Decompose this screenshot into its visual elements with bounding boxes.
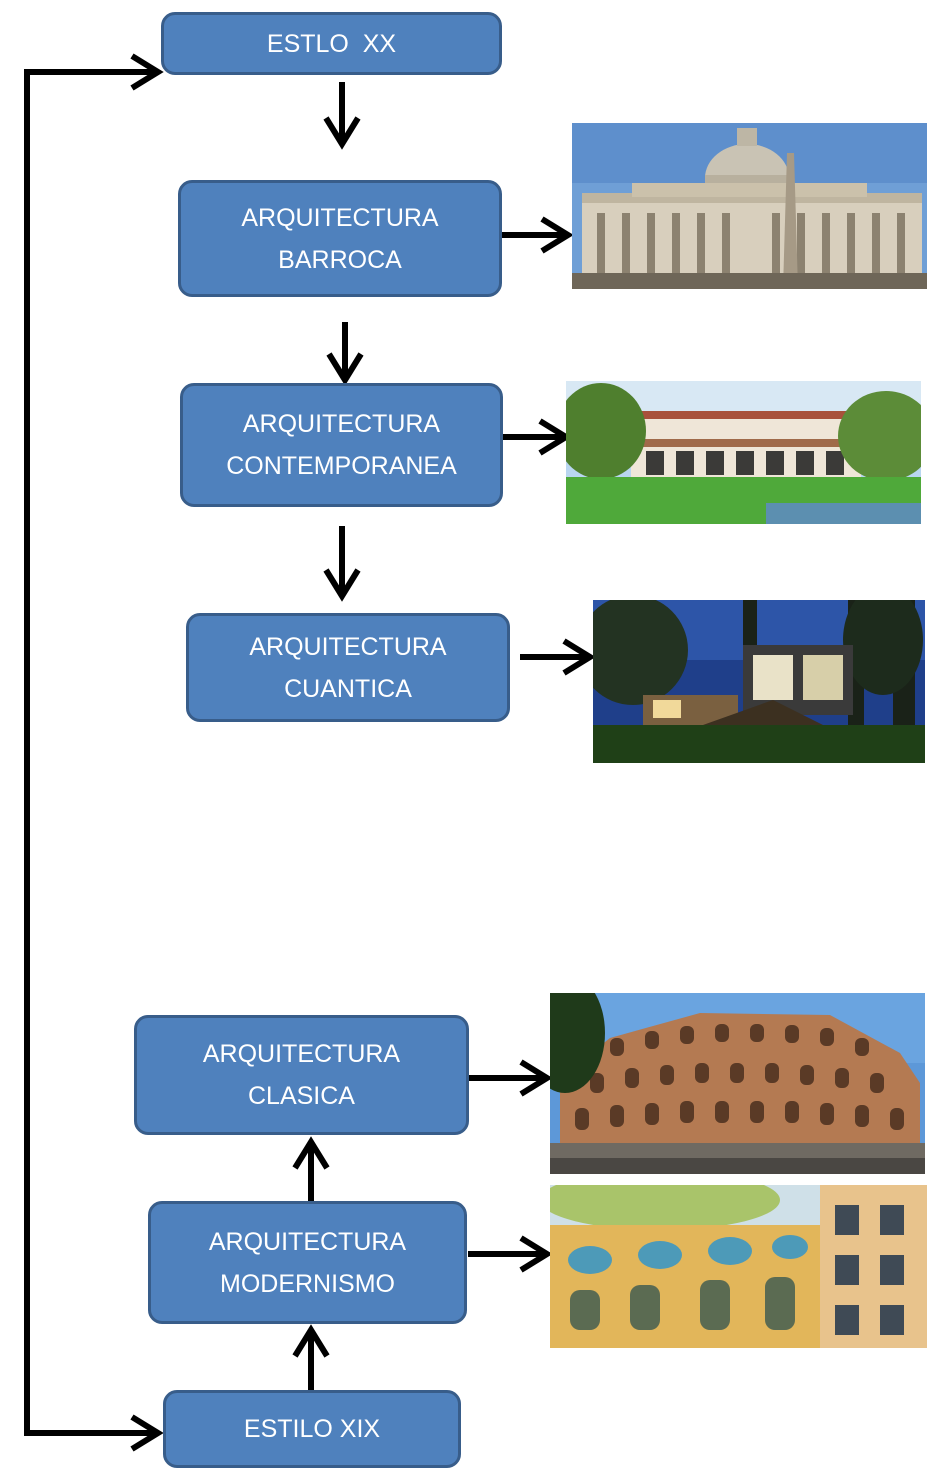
modernismo-line1: ARQUITECTURA [208,1227,407,1256]
arrow-to-estilo-xx-head [130,53,164,91]
arrow-barroca-to-photo-head [540,216,574,254]
barroca-line2: BARROCA [278,245,402,274]
estilo-xx-box: ESTLO XX [161,12,502,75]
arrow-xx-to-barroca-head [323,116,361,150]
modernist-facade-photo [550,1185,927,1348]
estilo-xx-label: ESTLO XX [266,29,397,58]
colosseum-photo [550,993,925,1174]
arrow-barroca-to-contemporanea-head [326,352,364,386]
contemporanea-line2: CONTEMPORANEA [226,452,457,480]
contemporanea-line1: ARQUITECTURA [242,410,441,438]
arrow-modernismo-to-clasica-head [292,1136,330,1170]
cuantica-line2: CUANTICA [284,674,412,703]
arrow-clasica-to-photo-head [519,1059,553,1097]
clasica-line2: CLASICA [248,1082,355,1110]
barroca-box: ARQUITECTURA BARROCA [178,180,502,297]
contemporary-villa-photo [566,381,921,524]
modernismo-box: ARQUITECTURA MODERNISMO [148,1201,467,1324]
modernismo-line2: MODERNISMO [220,1269,395,1298]
arrow-xix-to-modernismo-head [292,1324,330,1358]
baroque-basilica-photo [572,123,927,289]
estilo-xix-box: ESTILO XIX [163,1390,461,1468]
clasica-line1: ARQUITECTURA [202,1040,401,1068]
arrow-to-estilo-xix-head [130,1414,164,1452]
arrow-cuantica-to-photo-head [562,638,596,676]
modern-house-photo [593,600,925,763]
contemporanea-box: ARQUITECTURA CONTEMPORANEA [180,383,503,507]
estilo-xix-label: ESTILO XIX [243,1415,381,1443]
arrow-contemporanea-to-cuantica-head [323,568,361,602]
cuantica-box: ARQUITECTURA CUANTICA [186,613,510,722]
clasica-box: ARQUITECTURA CLASICA [134,1015,469,1135]
cuantica-line1: ARQUITECTURA [249,632,447,661]
barroca-line1: ARQUITECTURA [241,203,439,232]
arrow-modernismo-to-photo-head [519,1235,553,1273]
